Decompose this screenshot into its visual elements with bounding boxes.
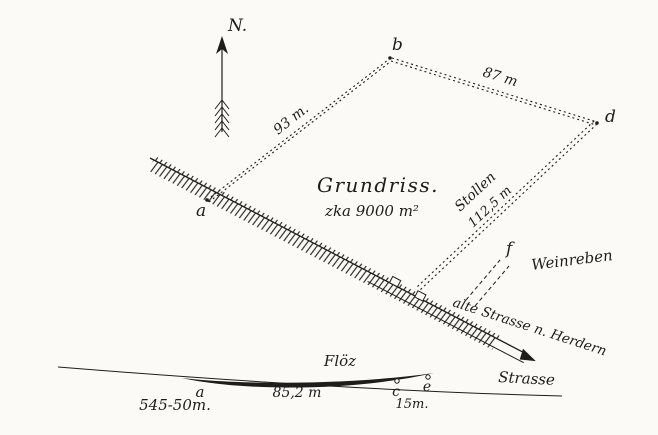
north-arrow-icon bbox=[214, 36, 230, 138]
strasse-label: Strasse bbox=[498, 368, 556, 389]
path-to-f bbox=[465, 259, 510, 307]
point-f-label: f bbox=[504, 239, 515, 259]
edge-bd-label: 87 m bbox=[481, 65, 520, 91]
plot-outline bbox=[205, 56, 599, 291]
plan-area: zka 9000 m² bbox=[324, 202, 419, 220]
floez-label: Flöz bbox=[323, 352, 356, 370]
road-embankment bbox=[148, 156, 536, 364]
point-b-label: b bbox=[392, 35, 403, 55]
profile-section bbox=[57, 366, 563, 397]
length-mid-label: 85,2 m bbox=[273, 385, 322, 401]
profile-point-a-label: a bbox=[196, 383, 205, 401]
road-arrowhead bbox=[519, 348, 536, 362]
point-d-label: d bbox=[605, 107, 616, 127]
depth-left-label: 545-50m. bbox=[139, 396, 211, 414]
plan-title: Grundriss. bbox=[317, 173, 439, 197]
profile-point-e-label: e bbox=[423, 379, 431, 395]
point-a-label: a bbox=[196, 201, 206, 221]
north-label: N. bbox=[227, 16, 247, 36]
edge-ab-label: 93 m. bbox=[271, 101, 312, 138]
length-right-label: 15m. bbox=[395, 397, 428, 412]
floez-body bbox=[182, 373, 434, 388]
profile-point-c-label: c bbox=[392, 384, 400, 400]
weinreben-label: Weinreben bbox=[530, 246, 613, 274]
